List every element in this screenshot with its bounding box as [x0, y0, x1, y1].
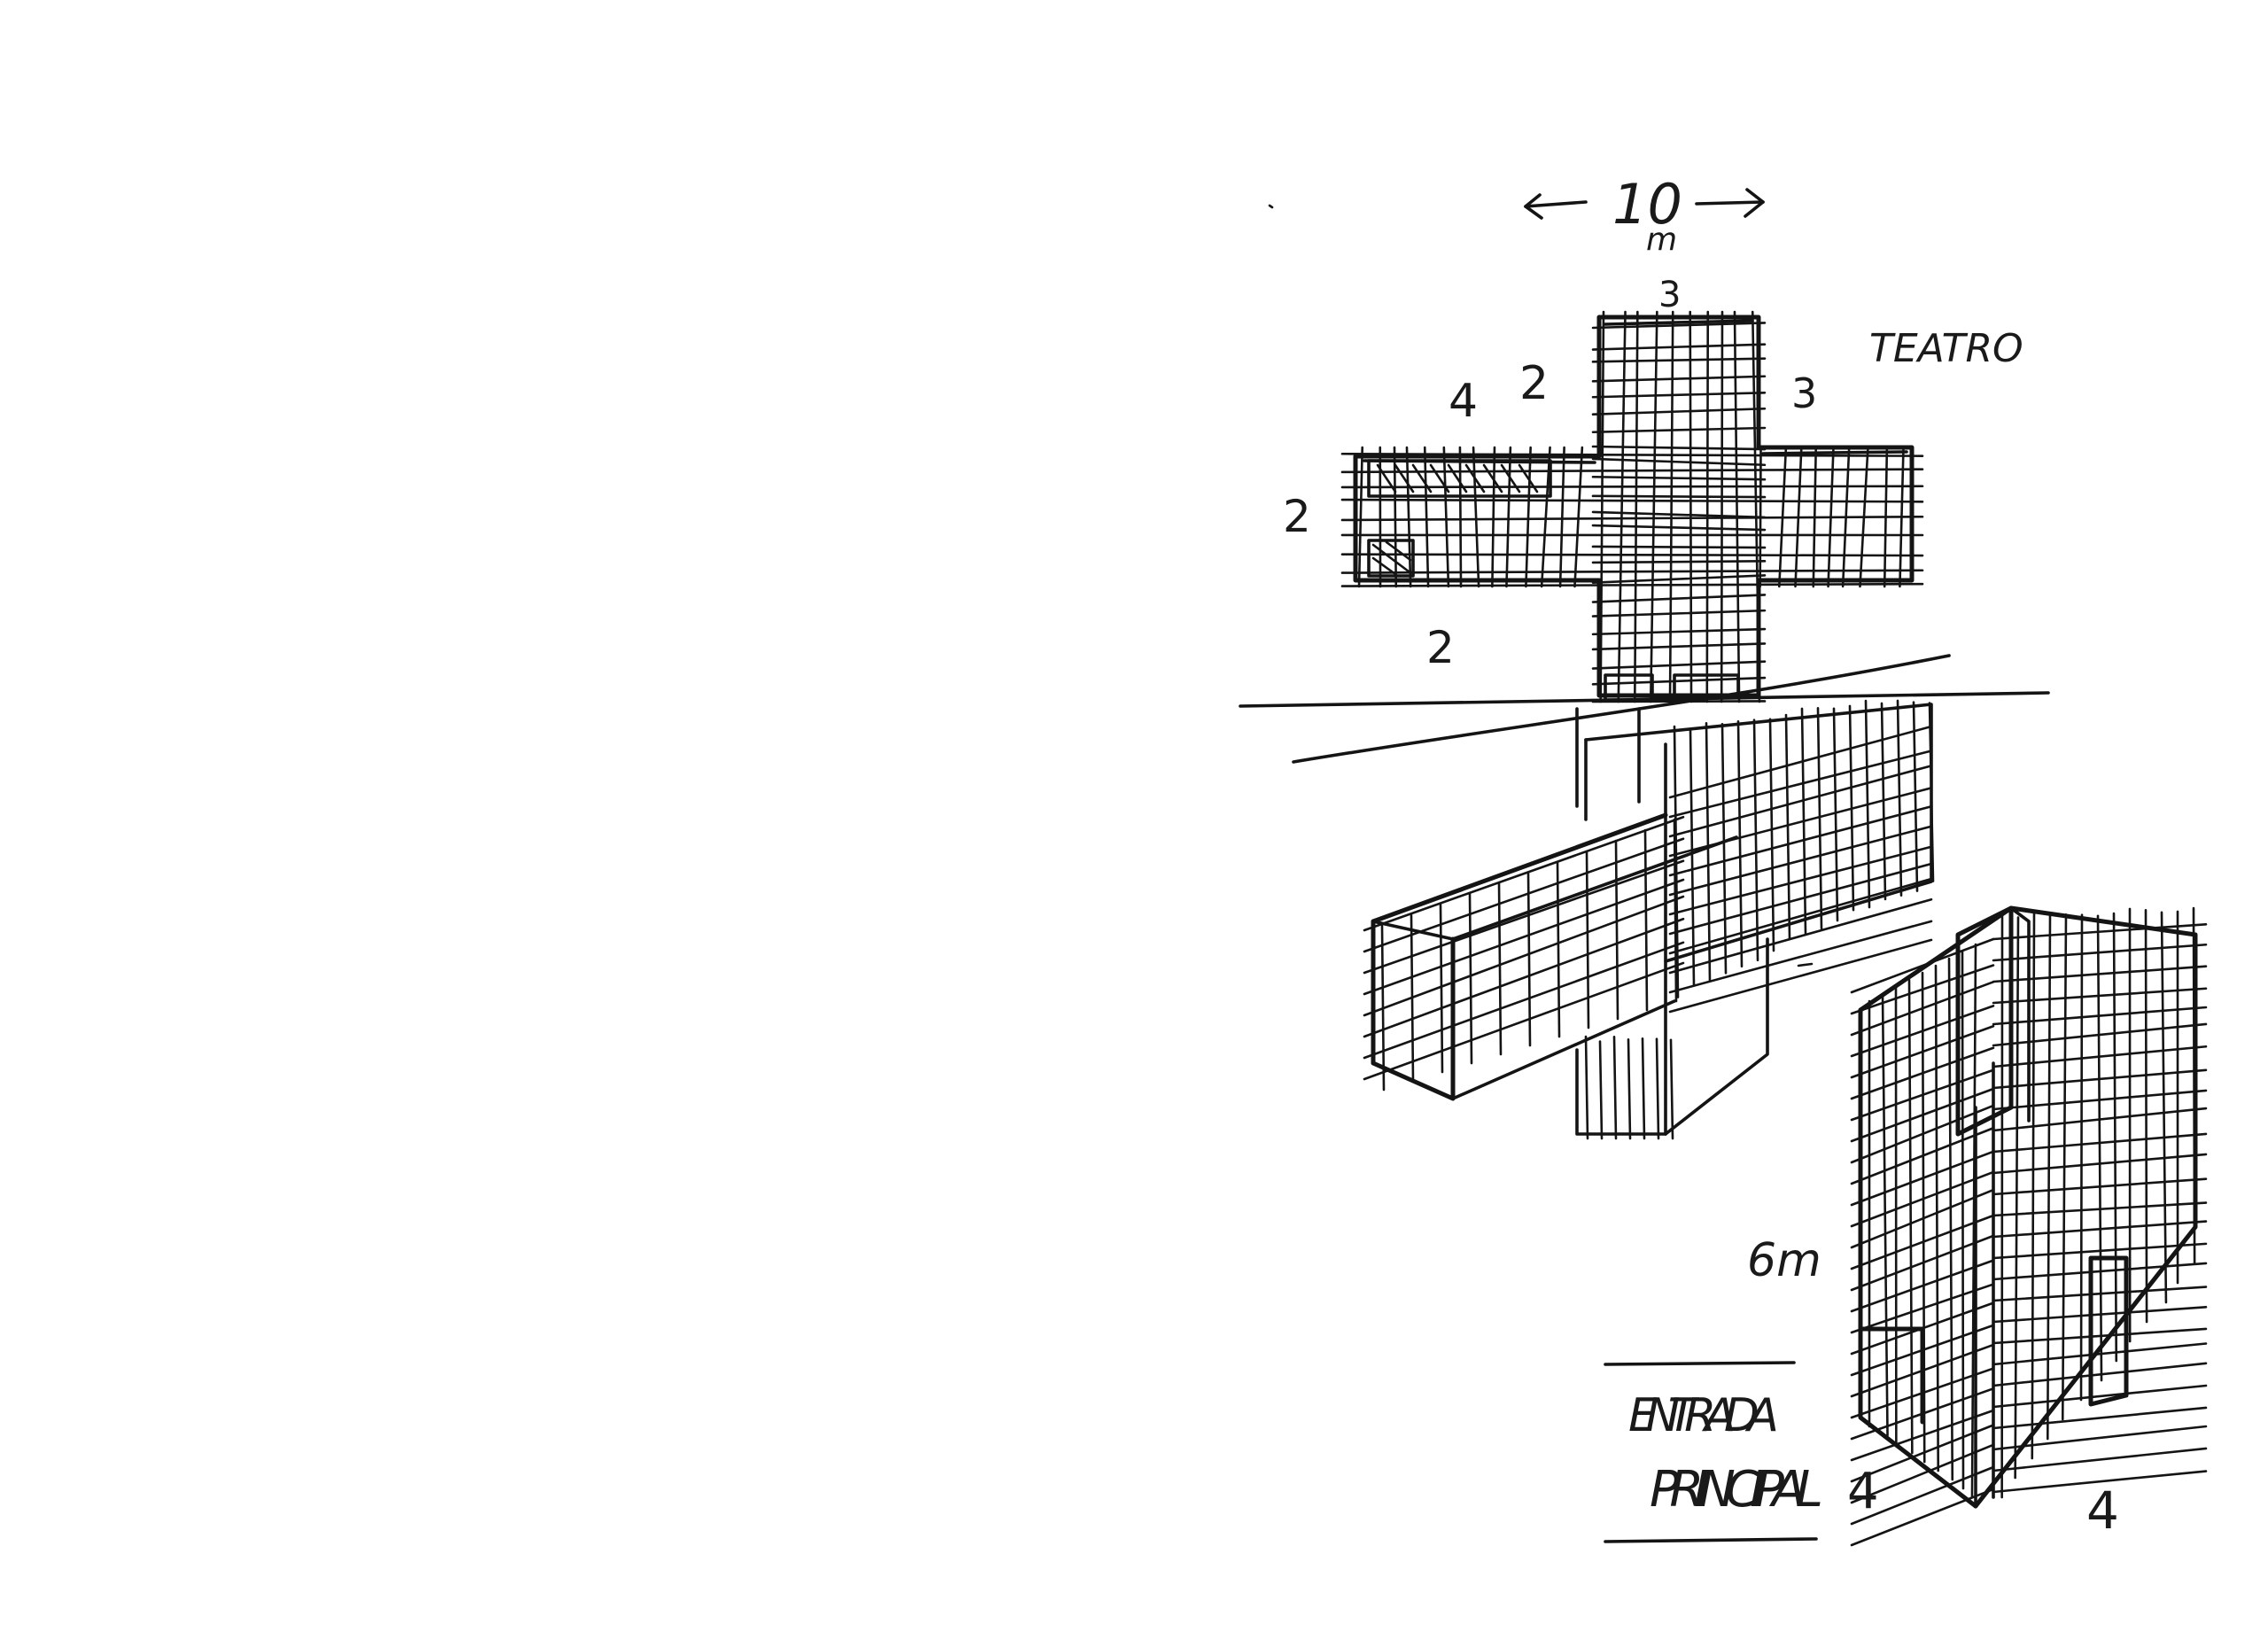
- number-upper-right: 3: [1791, 369, 1817, 417]
- dimension-value: 10: [1612, 172, 1682, 237]
- cross-plan: [1340, 310, 1924, 703]
- dimension-unit: m: [1646, 221, 1677, 258]
- horizon-lines: [1239, 654, 2050, 764]
- number-upper-left-a: 4: [1449, 375, 1478, 428]
- number-upper-left-b: 2: [1519, 357, 1549, 410]
- height-note: 6m: [1747, 1234, 1821, 1287]
- number-top-arm: 3: [1658, 275, 1681, 315]
- number-bottom-right: 4: [2086, 1480, 2119, 1541]
- label-teatro: TEATRO: [1869, 326, 2023, 371]
- number-bottom-entrance: 4: [1847, 1463, 1879, 1520]
- number-left-arm: 2: [1283, 491, 1311, 542]
- entrance-perspective: [1850, 905, 2208, 1547]
- stray-marks: [1268, 204, 1814, 967]
- dimension-arrow: [1524, 188, 1765, 220]
- number-below-left: 2: [1426, 622, 1455, 673]
- entrance-label-rules: [1604, 1361, 1818, 1543]
- label-entrada: ENTRADA: [1628, 1389, 1779, 1442]
- perspective-block: [1363, 699, 1935, 1140]
- label-principal: PRINCIPAL: [1650, 1461, 1823, 1519]
